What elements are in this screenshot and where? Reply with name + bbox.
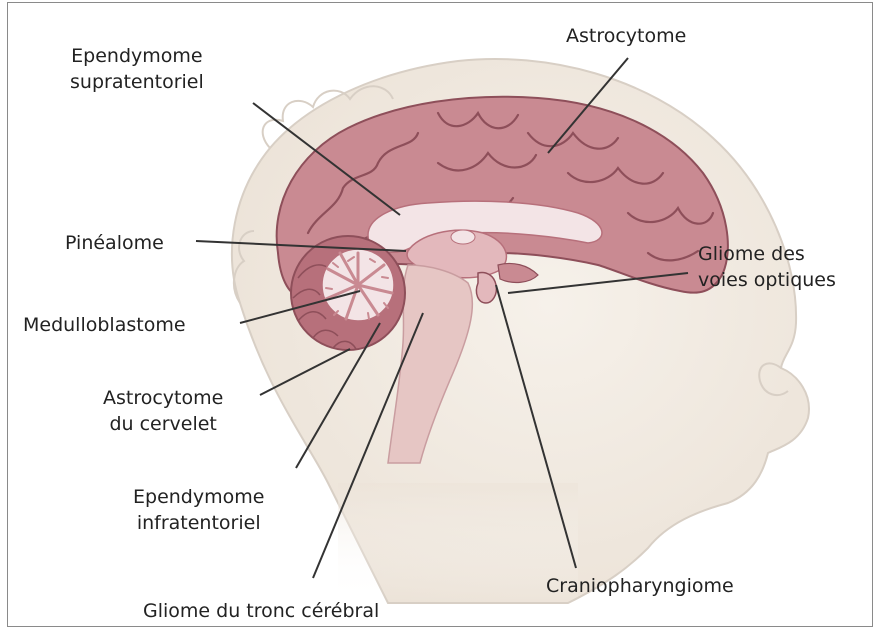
- label-line: supratentoriel: [70, 69, 204, 95]
- label-line: Ependymome: [133, 484, 264, 510]
- label-gliome-voies-optiques: Gliome des voies optiques: [698, 241, 836, 293]
- label-line: du cervelet: [103, 411, 223, 437]
- label-gliome-tronc-cerebral: Gliome du tronc cérébral: [143, 598, 379, 624]
- label-ependymome-infratentoriel: Ependymome infratentoriel: [133, 484, 264, 536]
- label-ependymome-supratentoriel: Ependymome supratentoriel: [70, 43, 204, 95]
- label-line: Gliome des: [698, 241, 836, 267]
- label-astrocytome: Astrocytome: [566, 23, 686, 49]
- label-line: Ependymome: [70, 43, 204, 69]
- label-line: voies optiques: [698, 267, 836, 293]
- diagram-frame: Ependymome supratentoriel Astrocytome Pi…: [7, 2, 873, 627]
- label-line: infratentoriel: [133, 510, 264, 536]
- label-astrocytome-cervelet: Astrocytome du cervelet: [103, 385, 223, 437]
- label-line: Astrocytome: [103, 385, 223, 411]
- label-pinealome: Pinéalome: [65, 230, 164, 256]
- label-medulloblastome: Medulloblastome: [23, 312, 186, 338]
- label-craniopharyngiome: Craniopharyngiome: [546, 573, 734, 599]
- cerebellum: [291, 236, 405, 350]
